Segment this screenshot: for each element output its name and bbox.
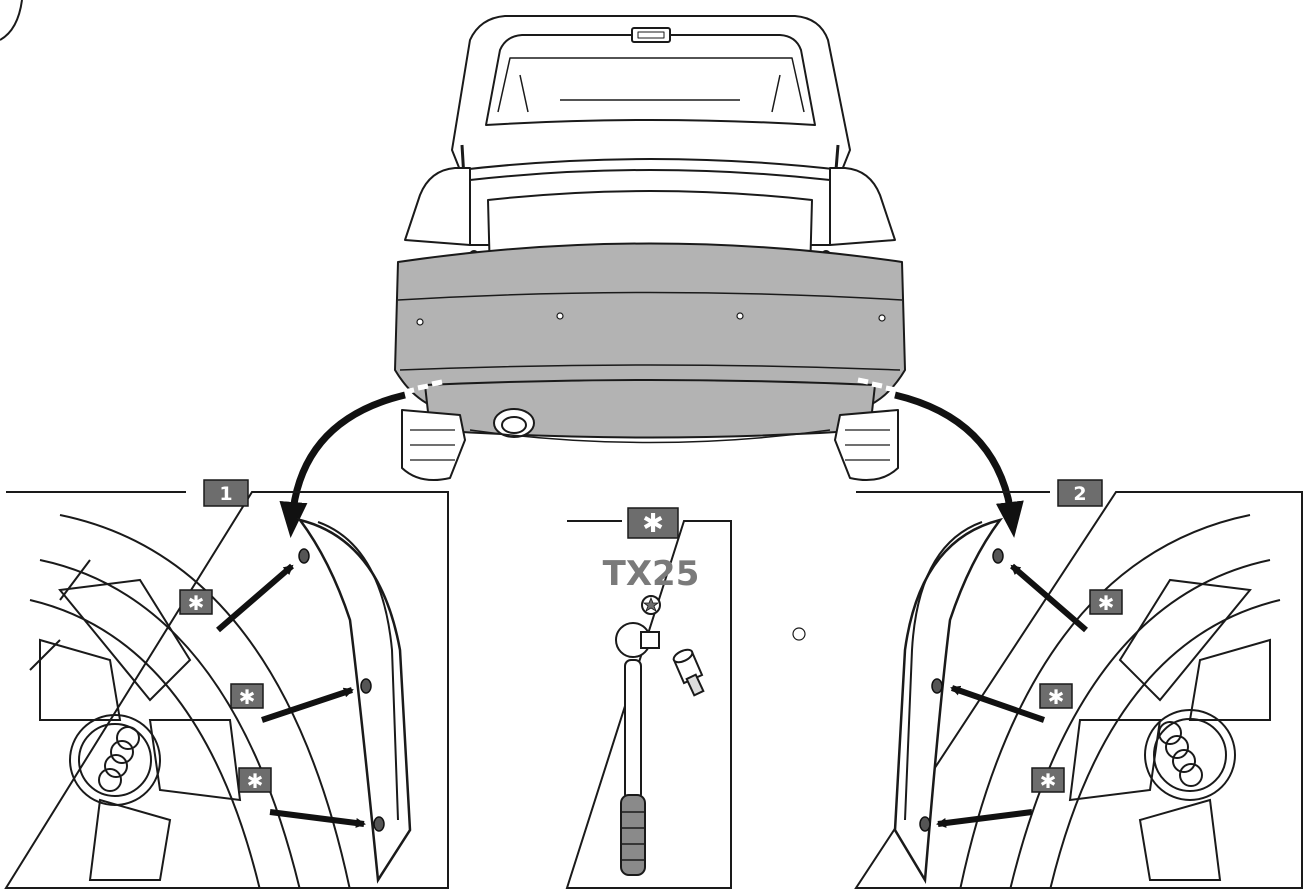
parking-sensor xyxy=(878,314,886,322)
tool-panel-marker: ✱ xyxy=(627,507,679,539)
brand-logo xyxy=(98,726,140,792)
parking-sensor xyxy=(556,312,564,320)
left-bumper-clip-marks xyxy=(403,379,443,395)
marker-text: ✱ xyxy=(1048,685,1065,709)
torx-icon xyxy=(641,595,661,615)
panel-2-label: 2 xyxy=(1057,479,1103,507)
screw-2 xyxy=(931,678,943,694)
screw-marker: ✱ xyxy=(179,589,213,615)
screw-marker: ✱ xyxy=(1089,589,1123,615)
detail-panel-1: ✱ ✱ ✱ 1 xyxy=(4,479,449,889)
right-quarter-panel xyxy=(829,167,896,246)
screw-2 xyxy=(360,678,372,694)
marker-text: ✱ xyxy=(1040,769,1057,793)
screw-1 xyxy=(298,548,310,564)
parking-sensor xyxy=(416,318,424,326)
tool-panel: ✱ TX25 xyxy=(565,507,732,889)
panel-2-number: 2 xyxy=(1073,483,1086,505)
left-quarter-panel xyxy=(404,167,471,246)
torx-bit xyxy=(672,648,705,697)
parking-sensor xyxy=(736,312,744,320)
right-callout-arrow xyxy=(894,391,1024,538)
left-callout-arrow xyxy=(279,391,406,538)
marker-text: ✱ xyxy=(188,591,205,615)
screw-marker: ✱ xyxy=(238,767,272,793)
tool-marker-text: ✱ xyxy=(642,509,664,539)
marker-text: ✱ xyxy=(239,685,256,709)
marker-text: ✱ xyxy=(247,769,264,793)
right-bumper-clip-marks xyxy=(857,377,897,393)
small-circle xyxy=(792,627,806,641)
corner-arc xyxy=(0,0,23,41)
tailgate-window xyxy=(485,34,816,126)
screw-3 xyxy=(373,816,385,832)
detail-panel-2: ✱ ✱ ✱ 2 xyxy=(854,479,1303,889)
rear-bumper xyxy=(394,242,906,406)
lower-diffuser xyxy=(424,379,876,439)
brand-logo xyxy=(1158,721,1203,787)
car-rear-view xyxy=(394,15,906,481)
ratchet-wrench xyxy=(615,622,660,876)
bit-size-label: TX25 xyxy=(603,554,700,594)
screw-3 xyxy=(919,816,931,832)
screw-1 xyxy=(992,548,1004,564)
marker-text: ✱ xyxy=(1098,591,1115,615)
panel-1-number: 1 xyxy=(219,483,232,505)
screw-marker: ✱ xyxy=(1039,683,1073,709)
screw-marker: ✱ xyxy=(230,683,264,709)
screw-marker: ✱ xyxy=(1031,767,1065,793)
panel-1-label: 1 xyxy=(203,479,249,507)
